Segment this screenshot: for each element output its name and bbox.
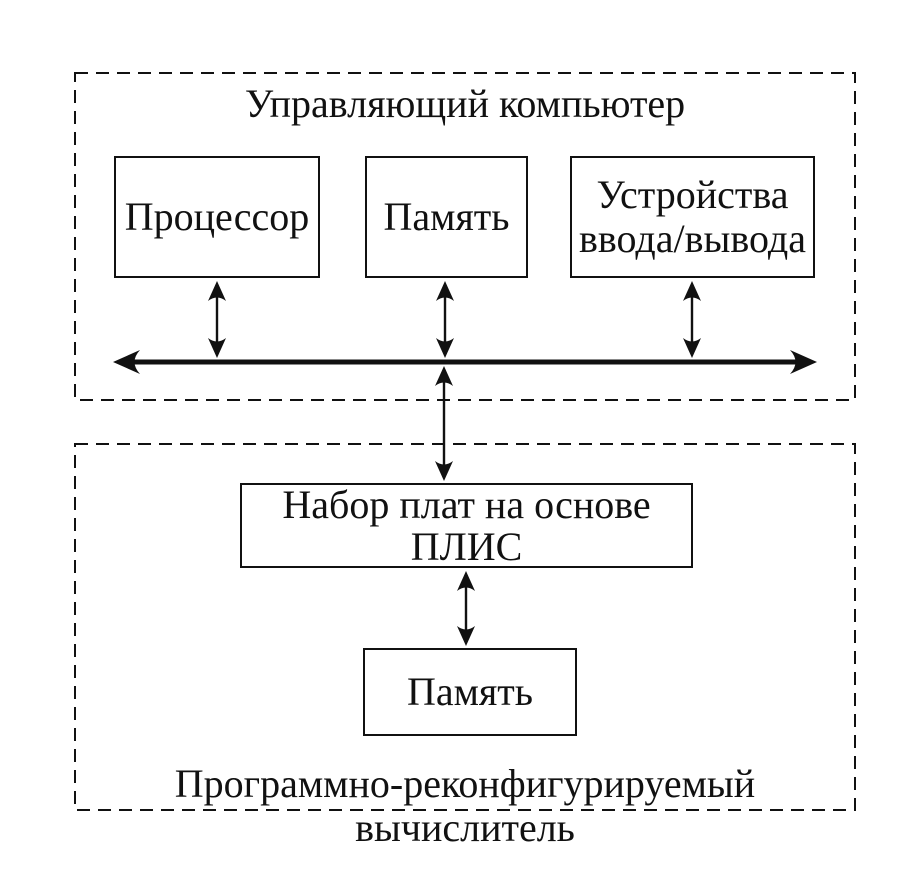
arrowhead-down-icon <box>683 338 701 358</box>
connector-io-bus <box>683 281 701 358</box>
arrowhead-down-icon <box>435 461 453 481</box>
memory-box-bottom: Память <box>363 648 577 736</box>
connector-memory-bus <box>436 281 454 358</box>
arrowhead-down-icon <box>208 338 226 358</box>
memory-box-top: Память <box>365 156 528 278</box>
processor-box: Процессор <box>114 156 320 278</box>
control-computer-title: Управляющий компьютер <box>244 81 686 126</box>
arrowhead-up-icon <box>457 571 475 591</box>
reconfigurable-computer-label: Программно-реконфигурируемый вычислитель <box>174 761 756 850</box>
fpga-label-line1: Набор плат на основе <box>282 481 651 527</box>
arrowhead-down-icon <box>436 338 454 358</box>
memory-bottom-label: Память <box>406 669 534 714</box>
bus-arrowhead-left-icon <box>113 350 140 374</box>
arrowhead-up-icon <box>683 281 701 301</box>
arrowhead-up-icon <box>435 366 453 386</box>
arrowhead-up-icon <box>436 281 454 301</box>
fpga-label-line2: ПЛИС <box>410 523 523 569</box>
fpga-board-set-box: Набор плат на основе ПЛИС <box>240 483 693 568</box>
connector-processor-bus <box>208 281 226 358</box>
io-devices-label-line2: ввода/вывода <box>579 216 806 261</box>
connector-bus-fpga <box>435 366 453 481</box>
io-devices-box: Устройства ввода/вывода <box>570 156 815 278</box>
control-computer-boundary <box>74 72 856 401</box>
memory-top-label: Память <box>383 194 510 239</box>
arrowhead-up-icon <box>208 281 226 301</box>
reconfigurable-computer-boundary <box>74 443 856 811</box>
io-devices-label-line1: Устройства <box>596 172 789 217</box>
bus-arrowhead-right-icon <box>790 350 817 374</box>
connector-fpga-memory <box>457 571 475 646</box>
bus-arrow <box>113 350 817 374</box>
processor-label: Процессор <box>124 194 310 239</box>
arrowhead-down-icon <box>457 626 475 646</box>
